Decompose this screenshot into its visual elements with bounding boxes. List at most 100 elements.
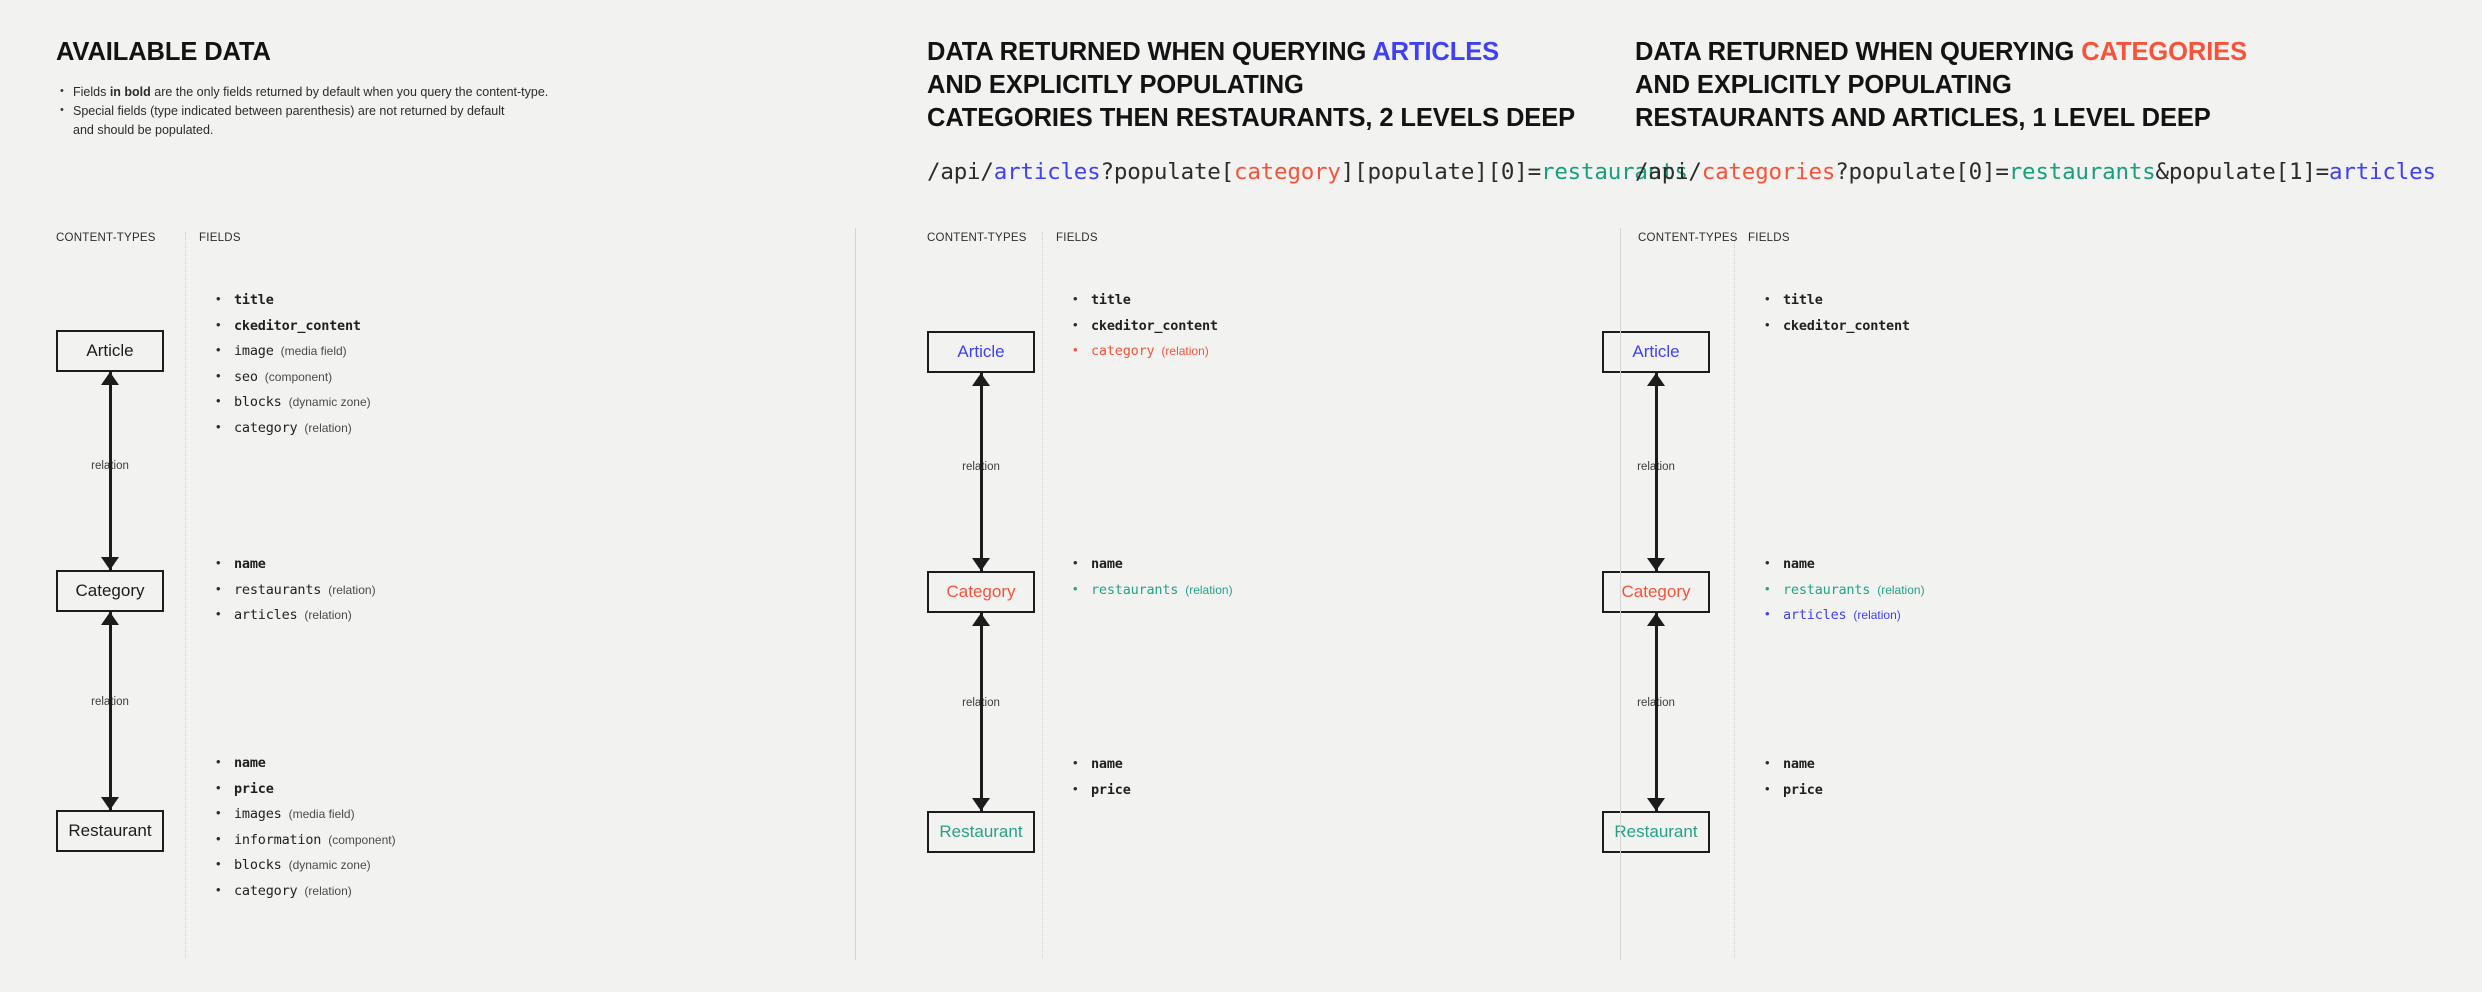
entity-box-restaurant[interactable]: Restaurant — [927, 811, 1035, 853]
entity-label: Article — [86, 341, 134, 360]
url-part-restaurants: restaurants — [2008, 159, 2156, 185]
note-item: Fields in bold are the only fields retur… — [56, 82, 549, 102]
api-url: /api/categories?populate[0]=restaurants&… — [1635, 157, 2436, 187]
url-part: ?populate[0]= — [1835, 159, 2009, 185]
panel-separator-2 — [1620, 228, 1621, 960]
entity-box-category[interactable]: Category — [1602, 571, 1710, 613]
field-type: (relation) — [1853, 608, 1901, 623]
column-divider — [185, 232, 186, 958]
column-divider — [1734, 232, 1735, 958]
note-text-pre: Fields — [73, 85, 110, 99]
entity-label: Restaurant — [68, 821, 152, 840]
field-row: articles(relation) — [214, 606, 376, 624]
field-row: blocks (dynamic zone) — [214, 856, 396, 874]
url-part-restaurants: restaurants — [1540, 159, 1688, 185]
field-row: category (relation) — [214, 419, 371, 436]
field-row: image (media field) — [214, 342, 371, 360]
field-name: name — [234, 755, 266, 771]
field-name: price — [1091, 781, 1131, 798]
field-row: price — [1071, 781, 1131, 798]
field-row: name — [214, 754, 396, 771]
field-type: (relation) — [328, 582, 376, 597]
field-name: ckeditor_content — [1091, 317, 1218, 334]
note-text-post: are the only fields returned by default … — [150, 85, 549, 99]
entity-box-article[interactable]: Article — [1602, 331, 1710, 373]
url-part-categories: categories — [1701, 159, 1836, 185]
url-part: &populate[1]= — [2155, 159, 2330, 185]
field-name: blocks — [234, 857, 282, 874]
field-name: seo — [234, 368, 258, 385]
entity-box-article[interactable]: Article — [927, 331, 1035, 373]
field-row: blocks(dynamic zone) — [214, 393, 371, 410]
field-type: (relation) — [304, 420, 352, 435]
panel-query-articles: DATA RETURNED WHEN QUERYING ARTICLES AND… — [855, 0, 1688, 992]
entity-label: Restaurant — [1614, 822, 1698, 841]
entity-box-restaurant[interactable]: Restaurant — [1602, 811, 1710, 853]
field-name: restaurants — [1091, 581, 1179, 598]
notes-list: Fields in bold are the only fields retur… — [56, 82, 549, 140]
field-name: title — [1091, 292, 1131, 308]
field-type: (relation) — [1185, 582, 1233, 597]
entity-label: Category — [75, 581, 145, 600]
field-row: seo(component) — [214, 368, 371, 385]
fields-restaurant: name price images(media field) informati… — [214, 754, 396, 909]
entity-label: Category — [946, 582, 1016, 601]
relation-arrow-article-to-category — [98, 372, 122, 570]
field-row: name — [1071, 555, 1233, 572]
field-type: (media field) — [280, 344, 347, 359]
entity-label: Article — [1632, 342, 1680, 361]
panel-title-line-1: DATA RETURNED WHEN QUERYING ARTICLES — [927, 36, 1688, 69]
field-name: title — [1783, 292, 1823, 308]
field-name: category — [234, 419, 298, 436]
note-text-pre: Special fields (type indicated between p… — [73, 104, 505, 118]
fields-category: name restaurants (relation) — [1071, 555, 1233, 607]
field-type: (relation) — [1161, 344, 1209, 359]
note-item: Special fields (type indicated between p… — [56, 101, 548, 121]
note-item-continued: and should be populated. — [73, 123, 214, 137]
relation-arrow-category-to-restaurant — [98, 612, 122, 810]
url-part-articles: articles — [2329, 159, 2436, 185]
url-part: /api/ — [927, 159, 994, 185]
field-row: ckeditor_content — [1763, 317, 1910, 334]
url-part-articles: articles — [993, 159, 1101, 185]
field-name: restaurants — [1783, 581, 1871, 598]
field-name: articles — [234, 607, 298, 624]
field-name: price — [1783, 781, 1823, 798]
panel-separator-1 — [855, 228, 856, 960]
fields-category: name restaurants(relation) articles(rela… — [1763, 555, 1925, 633]
relation-arrow-category-to-restaurant — [1644, 613, 1668, 811]
field-name: ckeditor_content — [234, 317, 361, 334]
field-row: category(relation) — [214, 882, 396, 899]
column-header-content-types: CONTENT-TYPES — [927, 232, 1027, 244]
api-url: /api/articles?populate[category][populat… — [927, 157, 1688, 187]
fields-restaurant: name price — [1763, 755, 1823, 807]
title-token-articles: ARTICLES — [1372, 38, 1500, 66]
field-row: title — [1763, 291, 1910, 308]
url-part-category: category — [1233, 159, 1341, 185]
field-type: (dynamic zone) — [288, 858, 371, 873]
column-header-fields: FIELDS — [199, 232, 241, 244]
fields-article: title ckeditor_content category (relation… — [1071, 291, 1218, 369]
field-type: (dynamic zone) — [288, 395, 371, 410]
field-name: name — [234, 556, 266, 572]
field-row: images(media field) — [214, 805, 396, 823]
field-row: name — [214, 555, 376, 572]
field-name: name — [1091, 756, 1123, 772]
entity-box-category[interactable]: Category — [56, 570, 164, 612]
field-row: price — [1763, 781, 1823, 798]
fields-category: name restaurants(relation) articles(rela… — [214, 555, 376, 633]
field-name: category — [1091, 343, 1155, 360]
entity-box-article[interactable]: Article — [56, 330, 164, 372]
field-row: name — [1763, 555, 1925, 572]
field-name: name — [1091, 556, 1123, 572]
entity-box-restaurant[interactable]: Restaurant — [56, 810, 164, 852]
entity-box-category[interactable]: Category — [927, 571, 1035, 613]
field-name: image — [234, 343, 274, 360]
field-name: name — [1783, 556, 1815, 572]
field-name: images — [234, 806, 282, 823]
title-text: DATA RETURNED WHEN QUERYING — [1635, 38, 2082, 66]
title-token-categories: CATEGORIES — [2081, 38, 2247, 66]
field-row: price — [214, 780, 396, 797]
panel-2-header: DATA RETURNED WHEN QUERYING ARTICLES AND… — [927, 36, 1688, 187]
